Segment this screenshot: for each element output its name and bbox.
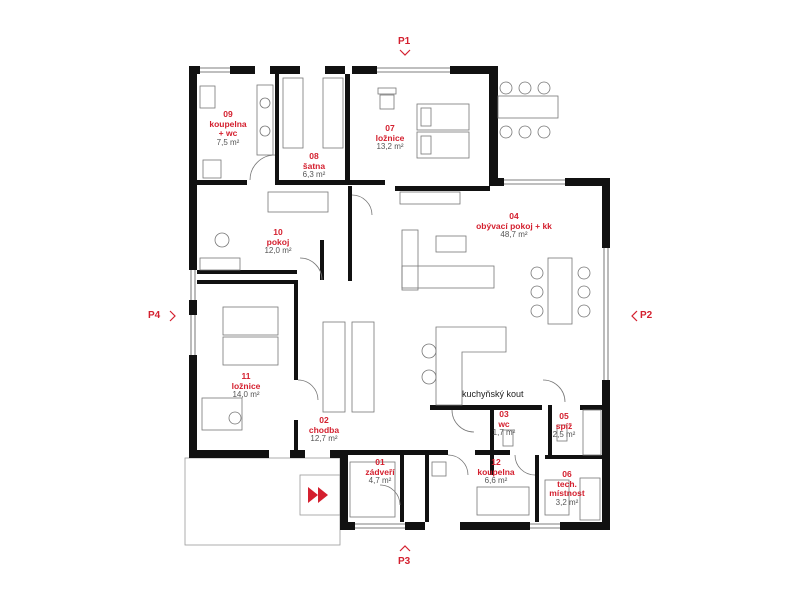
exterior-walls [189,66,610,530]
room-label-pokoj: 10 pokoj 12,0 m² [264,227,292,256]
garden-furniture [497,81,559,139]
section-markers [169,49,638,552]
kitchen-label: kuchyňský kout [462,389,524,399]
room-label-koupelna-12: 12 koupelna 6,6 m² [477,457,515,486]
room-label-tech-mistnost: 06 tech. místnost 3,2 m² [549,469,585,507]
room-label-wc: 03 wc 1,7 m² [492,409,516,438]
section-label-p4: P4 [148,310,161,321]
section-label-p3: P3 [398,556,411,567]
door-swings [249,154,566,506]
room-label-satna: 08 šatna 6,3 m² [302,151,326,180]
room-label-obyvaci-pokoj: 04 obývací pokoj + kk 48,7 m² [476,211,552,240]
section-label-p2: P2 [640,310,653,321]
exterior-windows [190,67,609,529]
room-label-koupelna-wc: 09 koupelna + wc 7,5 m² [209,109,247,147]
room-label-loznice-07: 07 ložnice 13,2 m² [375,123,405,152]
room-label-zadveri: 01 zádveří 4,7 m² [365,457,395,486]
section-label-p1: P1 [398,36,411,47]
room-label-spiz: 05 spíž 2,5 m² [552,411,576,440]
entrance-arrow-icon [308,487,328,503]
terrace [184,457,341,546]
interior-walls [197,74,605,522]
furniture [199,77,602,521]
room-label-loznice-11: 11 ložnice 14,0 m² [231,371,261,400]
room-label-chodba: 02 chodba 12,7 m² [308,415,340,444]
